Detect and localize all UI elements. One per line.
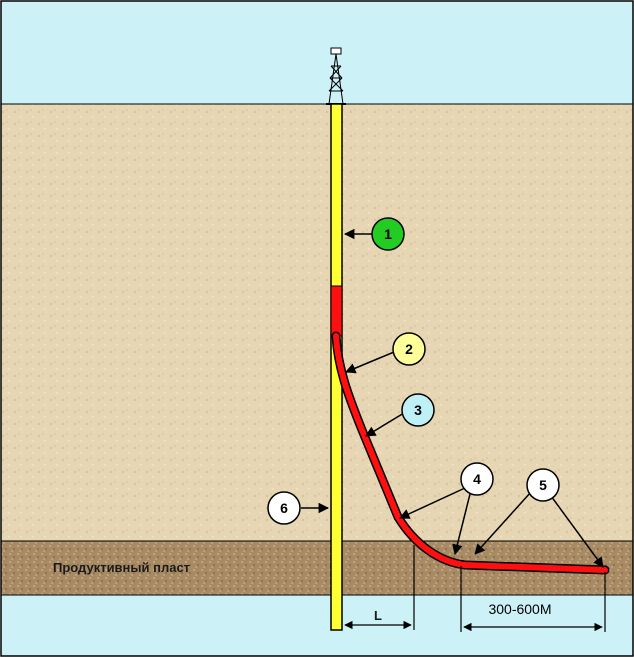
offset-dimension bbox=[344, 545, 415, 630]
svg-text:4: 4 bbox=[473, 471, 481, 487]
rock-layer bbox=[1, 104, 633, 541]
offset-label: L bbox=[374, 608, 382, 623]
reservoir-label: Продуктивный пласт bbox=[53, 560, 190, 575]
marker-5-arrow-a bbox=[474, 491, 532, 555]
horizontal-length-label: 300-600М bbox=[488, 601, 551, 617]
vertical-red-section bbox=[330, 285, 343, 337]
marker-3-arrow bbox=[365, 412, 405, 437]
marker-3: 3 bbox=[401, 393, 435, 427]
marker-6: 6 bbox=[267, 491, 301, 525]
marker-5: 5 bbox=[526, 468, 560, 502]
marker-4-arrow-a bbox=[399, 487, 466, 519]
svg-text:5: 5 bbox=[539, 477, 547, 493]
marker-1: 1 bbox=[371, 217, 405, 251]
marker-2: 2 bbox=[392, 332, 426, 366]
svg-text:3: 3 bbox=[414, 402, 422, 418]
svg-text:1: 1 bbox=[384, 226, 392, 242]
marker-4: 4 bbox=[460, 462, 494, 496]
marker-5-arrow-b bbox=[550, 495, 604, 568]
marker-2-arrow bbox=[345, 351, 395, 374]
sky-layer bbox=[1, 1, 633, 104]
lateral-bore bbox=[333, 333, 608, 573]
horizontal-dimension bbox=[460, 566, 606, 632]
svg-text:6: 6 bbox=[280, 500, 288, 516]
marker-4-arrow-b bbox=[452, 493, 471, 556]
svg-text:2: 2 bbox=[405, 341, 413, 357]
